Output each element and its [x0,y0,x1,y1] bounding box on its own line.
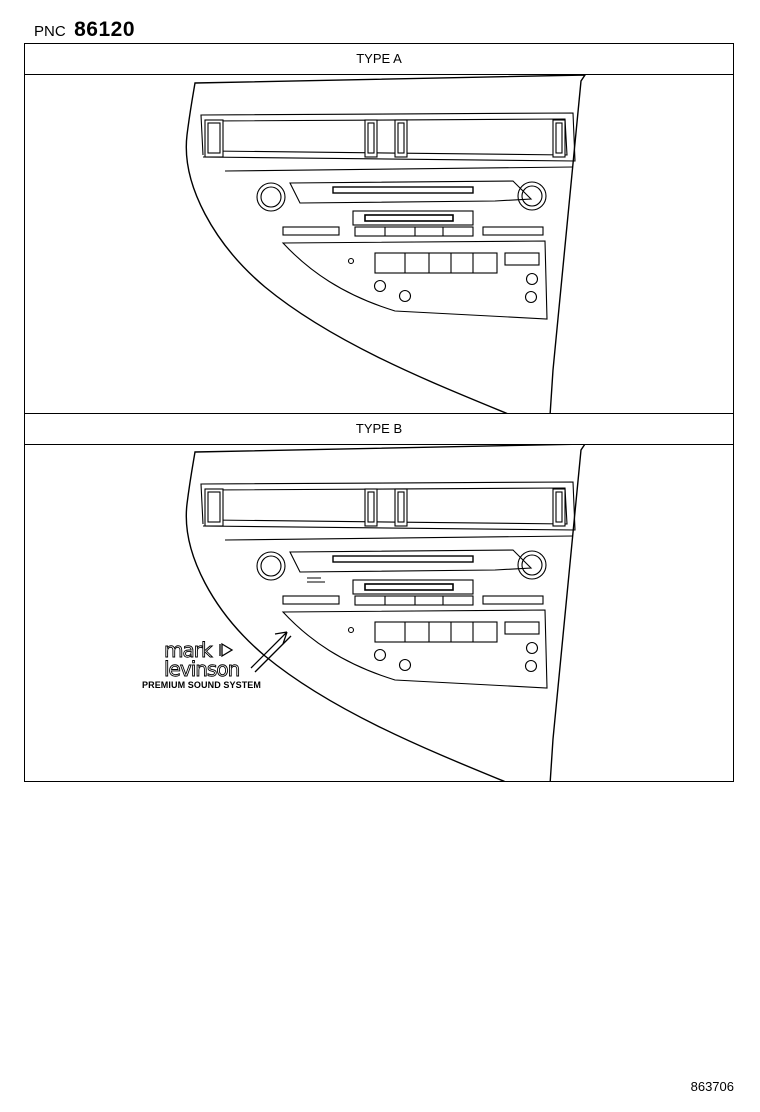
audio-panel-drawing-a [185,75,586,413]
document-id: 863706 [690,1079,734,1094]
display-segments [364,583,454,591]
round-button [524,659,538,673]
vent-bar [200,112,576,162]
indicator-dot [347,257,355,265]
vent-slat [394,119,408,158]
mark-levinson-logo: mark levinson [164,638,241,680]
vent-slat-inner [397,491,405,523]
svg-text:levinson: levinson [164,657,239,680]
knob-inner [260,555,282,577]
logo-caption: PREMIUM SOUND SYSTEM [142,680,262,690]
left-long-button [282,595,340,605]
pnc-label: PNC [34,23,66,40]
left-long-button [282,226,340,236]
vent-slat [552,488,566,527]
diagram-frame: TYPE A TYPE B [24,43,734,782]
button-row [354,226,474,237]
knob-inner [260,186,282,208]
vent-slat-inner [397,122,405,154]
cd-slot [332,555,474,563]
right-long-button [482,595,544,605]
preset-button-block [374,621,498,643]
cd-slot-bezel [289,549,533,573]
round-button [525,641,539,655]
vent-inner [209,487,568,525]
small-button [504,621,540,635]
head-unit [185,75,586,413]
round-button [373,648,387,662]
panel-a-header: TYPE A [25,44,733,75]
panel-b-header: TYPE B [25,413,733,445]
pnc-header: PNC 86120 [34,18,135,42]
lower-panel [281,609,548,689]
round-button [373,279,387,293]
round-button [524,290,538,304]
audio-panel-drawing-b [185,444,586,781]
vent-slat-inner [555,122,563,154]
vent-inner [209,118,568,156]
divider-line [224,535,574,541]
preset-button-block [374,252,498,274]
cd-slot-bezel [289,180,533,204]
cd-slot [332,186,474,194]
callout-arrow-edge [254,635,292,673]
lower-panel [281,240,548,320]
dashboard-outline [185,75,586,413]
knob [256,551,286,581]
vent-slat [394,488,408,527]
display [352,579,474,595]
vent-slat-inner [207,491,221,523]
vent-bar [200,481,576,531]
vent-slat-inner [367,122,375,154]
vent-slat [364,488,378,527]
right-long-button [482,226,544,236]
knob [517,181,547,211]
pnc-number: 86120 [74,18,136,41]
divider-line [224,166,574,172]
round-button [398,658,412,672]
dashboard-outline [185,444,586,781]
vent-slat [204,488,224,527]
vent-slat-inner [555,491,563,523]
vent-slat-inner [207,122,221,154]
display [352,210,474,226]
vent-slat [204,119,224,158]
vent-slat-inner [367,491,375,523]
round-button [398,289,412,303]
head-unit [185,444,586,781]
panel-type-a [25,75,733,413]
knob-inner [521,185,543,207]
display-segments [364,214,454,222]
knob [256,182,286,212]
callout-arrow [250,631,288,669]
knob [517,550,547,580]
small-button [504,252,540,266]
knob-inner [521,554,543,576]
button-row [354,595,474,606]
round-button [525,272,539,286]
vent-slat [364,119,378,158]
svg-text:mark: mark [164,638,213,662]
vent-slat [552,119,566,158]
panel-type-b [25,444,733,781]
logo-badge [307,577,325,583]
indicator-dot [347,626,355,634]
